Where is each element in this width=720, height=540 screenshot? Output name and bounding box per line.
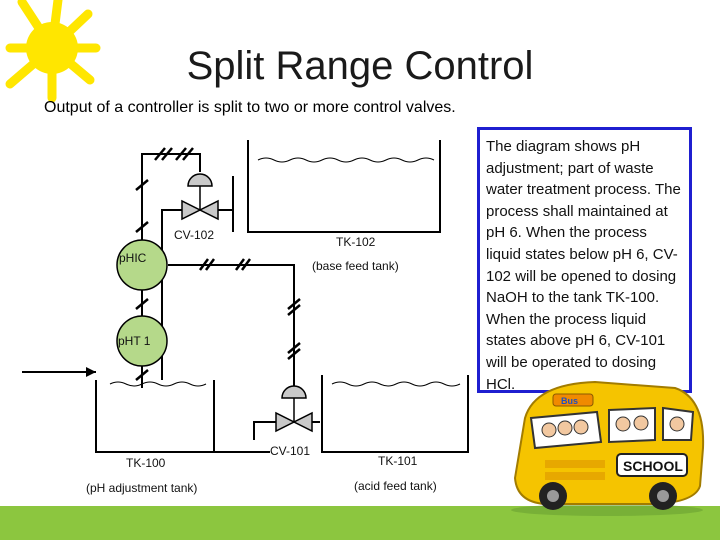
tk-100-name: (pH adjustment tank) — [86, 481, 198, 495]
bus-top-sign: Bus — [561, 396, 578, 406]
tank-tk-102-liquid — [257, 157, 435, 163]
tk-101-name: (acid feed tank) — [354, 479, 437, 493]
slide-subtitle: Output of a controller is split to two o… — [44, 99, 456, 116]
pipe-cv101-to-tk100 — [253, 421, 276, 440]
pht-label: pHT 1 — [118, 334, 151, 348]
school-bus-illustration: Bus SCHOOL — [511, 380, 705, 516]
tank-tk-100 — [95, 380, 270, 453]
tk-102-label: TK-102 — [336, 235, 376, 249]
valve-cv-102 — [181, 173, 219, 221]
tank-tk-101-liquid — [331, 381, 461, 387]
tank-tk-100-liquid — [109, 381, 207, 387]
signal-hash-marks — [135, 147, 301, 381]
inlet-arrow-head — [86, 367, 96, 377]
tk-101-label: TK-101 — [378, 454, 418, 468]
instrument-phic — [116, 239, 168, 291]
tk-102-name: (base feed tank) — [312, 259, 399, 273]
sun-decoration — [5, 0, 101, 103]
signal-phic-to-cv102 — [141, 153, 201, 242]
pipe-cv102-to-tk100 — [161, 209, 182, 380]
phic-label: pHIC — [119, 251, 147, 265]
tank-tk-101 — [321, 375, 469, 453]
signal-phic-to-cv101 — [168, 264, 295, 386]
cv-102-label: CV-102 — [174, 228, 215, 242]
bus-school-sign: SCHOOL — [623, 458, 683, 474]
instrument-pht1 — [116, 315, 168, 367]
slide-title: Split Range Control — [186, 44, 534, 88]
description-box: The diagram shows pH adjustment; part of… — [477, 127, 692, 393]
tank-tk-102 — [247, 140, 441, 233]
cv-101-label: CV-101 — [270, 444, 311, 458]
valve-cv-101 — [275, 385, 313, 433]
tk-100-label: TK-100 — [126, 456, 166, 470]
